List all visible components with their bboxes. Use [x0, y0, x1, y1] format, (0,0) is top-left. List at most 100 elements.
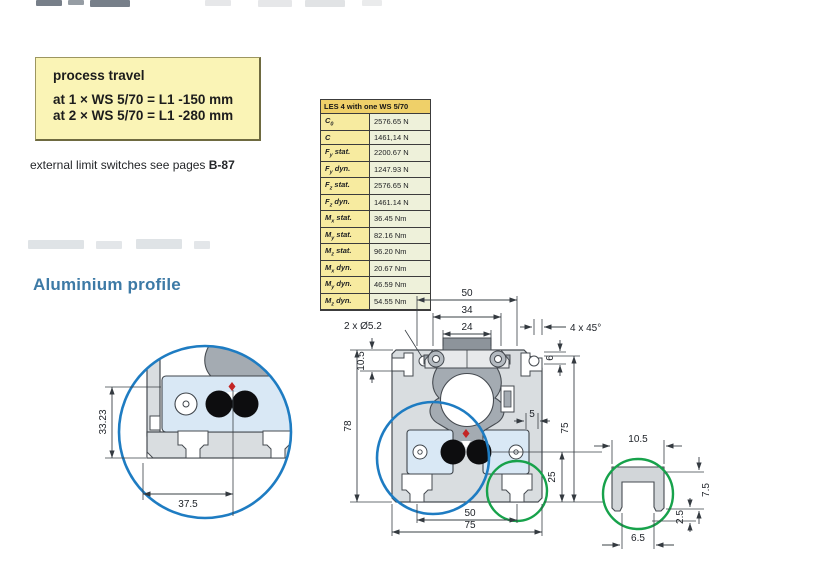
external-limit-note: external limit switches see pages B-87	[30, 158, 235, 172]
table-row: Fy dyn.1247.93 N	[320, 160, 431, 178]
dim-top-34: 34	[461, 305, 473, 316]
cropped-text-remnant	[258, 0, 292, 7]
dim-total-height: 78	[343, 420, 354, 432]
contact-marker-red	[462, 429, 470, 438]
process-travel-line-1: at 1 × WS 5/70 = L1 -150 mm	[53, 92, 234, 107]
clamp-ring-hole	[494, 355, 502, 363]
dim-slot-spacing: 50	[464, 508, 476, 519]
quantity-value: 96.20 Nm	[369, 243, 431, 261]
sensor-slot-inner	[503, 390, 512, 408]
section-heading: Aluminium profile	[33, 275, 181, 294]
dim-total-width: 75	[464, 520, 476, 531]
dim-left-height: 33.23	[98, 409, 109, 434]
quantity-label: Mx dyn.	[320, 259, 370, 277]
quantity-label: Fy dyn.	[320, 160, 370, 178]
process-travel-line-2: at 2 × WS 5/70 = L1 -280 mm	[53, 108, 234, 123]
cropped-text-remnant	[205, 0, 231, 6]
mounting-hole	[528, 355, 540, 367]
quantity-label: Fy stat.	[320, 144, 370, 162]
table-row: Fy stat.2200.67 N	[320, 144, 431, 162]
roller-left	[440, 439, 466, 465]
detail-circle-green	[601, 457, 675, 531]
screw-center	[417, 449, 423, 455]
quantity-label: Fz stat.	[320, 177, 370, 195]
wall-slot-cavity	[149, 415, 161, 431]
dim-holes-label: 2 x Ø5.2	[344, 321, 382, 332]
ghost-text-remnant	[28, 240, 84, 249]
roller-left	[205, 390, 233, 418]
dim-side-step: 5	[529, 409, 535, 420]
external-limit-page-ref: B-87	[208, 158, 235, 172]
dim-right-height: 75	[560, 422, 571, 434]
detail-circle-blue	[375, 400, 491, 516]
detail-circle-blue	[117, 344, 293, 520]
table-row: Fz stat.2576.65 N	[320, 177, 431, 195]
process-travel-title: process travel	[53, 68, 145, 83]
cropped-text-remnant	[362, 0, 382, 6]
right-detail-view: 10.5 7.5 2.5 6.5	[594, 434, 712, 549]
t-slot-detail-shape	[611, 466, 665, 512]
main-profile-view: 50 34 24 2 x Ø5.2 4 x 45° 10.5 7	[343, 288, 604, 536]
table-row: Mz stat.96.20 Nm	[320, 243, 431, 261]
screw-center	[182, 400, 190, 408]
roller-gap	[461, 441, 471, 448]
dim-right-slot: 6	[545, 355, 556, 361]
roller-gap	[227, 392, 237, 399]
ghost-text-remnant	[136, 239, 182, 249]
table-header-row: LES 4 with one WS 5/70	[320, 99, 431, 114]
quantity-label: C	[320, 129, 370, 145]
dim-top-24: 24	[461, 322, 473, 333]
side-slot-left	[391, 352, 414, 377]
ghost-text-remnant	[194, 241, 210, 249]
dim-chamfer-label: 4 x 45°	[570, 323, 601, 334]
quantity-value: 2576.65 N	[369, 113, 431, 131]
dim-slot-height: 7.5	[701, 483, 712, 497]
dim-left-width: 37.5	[178, 499, 198, 510]
quantity-value: 36.45 Nm	[369, 210, 431, 228]
dim-opening-width: 6.5	[631, 533, 645, 544]
contact-marker-red	[228, 382, 236, 391]
dim-slot-width: 10.5	[628, 434, 648, 445]
table-row: Mx dyn.20.67 Nm	[320, 259, 431, 277]
center-bore	[439, 372, 495, 428]
quantity-value: 2200.67 N	[369, 144, 431, 162]
clamp-bolt-block	[442, 337, 492, 351]
cropped-text-remnant	[68, 0, 84, 5]
external-limit-note-text: external limit switches see pages	[30, 158, 206, 172]
cropped-text-remnant	[305, 0, 345, 7]
dim-foot-height: 2.5	[675, 510, 686, 524]
ghost-text-remnant	[96, 241, 122, 249]
bottom-t-slot-right	[501, 473, 533, 503]
quantity-value: 46.59 Nm	[369, 276, 431, 294]
table-row: Mx stat.36.45 Nm	[320, 210, 431, 228]
dim-top-50: 50	[461, 288, 473, 299]
quantity-value: 1461.14 N	[369, 193, 431, 211]
process-travel-box: process travel at 1 × WS 5/70 = L1 -150 …	[35, 57, 261, 141]
roller-right	[231, 390, 259, 418]
table-title: LES 4 with one WS 5/70	[320, 99, 431, 114]
quantity-value: 2576.65 N	[369, 177, 431, 195]
table-row: My dyn.46.59 Nm	[320, 276, 431, 294]
quantity-value: 20.67 Nm	[369, 259, 431, 277]
screw-hole	[412, 444, 428, 460]
clamp-ring-hole	[432, 355, 440, 363]
left-detail-view: 33.23 37.5	[98, 344, 293, 520]
table-row: Fz dyn.1461.14 N	[320, 193, 431, 211]
quantity-value: 1461,14 N	[369, 129, 431, 145]
roller-right	[466, 439, 492, 465]
t-slot-cavity	[262, 430, 291, 459]
cropped-text-remnant	[36, 0, 62, 6]
quantity-label: My stat.	[320, 226, 370, 244]
dim-slot-depth: 10.5	[356, 351, 367, 371]
quantity-value: 54.55 Nm	[369, 292, 431, 311]
dim-roller-to-bottom: 25	[547, 471, 558, 483]
leader-line	[404, 329, 423, 358]
quantity-label: Fz dyn.	[320, 193, 370, 211]
screw-hole	[174, 392, 198, 416]
cropped-text-remnant	[90, 0, 130, 7]
